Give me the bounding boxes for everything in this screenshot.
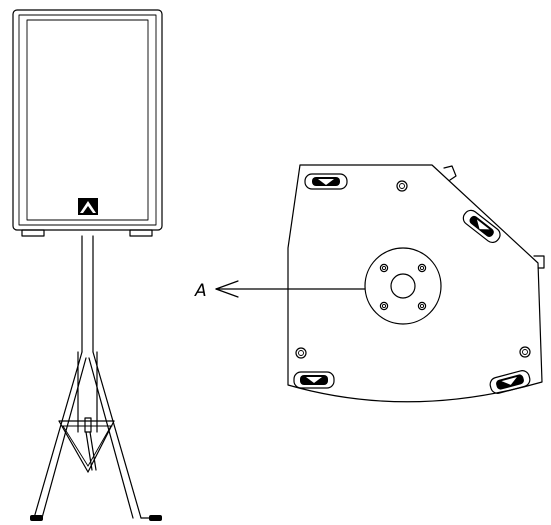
speaker-front-view — [12, 9, 163, 237]
tripod-foot-left — [30, 515, 43, 521]
screw-icon — [295, 347, 307, 359]
tripod-foot-right — [149, 515, 162, 521]
speaker-grille — [26, 19, 149, 221]
handle-icon — [462, 209, 501, 244]
callout-arrow-a — [215, 280, 366, 298]
speaker-foot-left — [21, 229, 45, 237]
pole-lock-knob — [84, 417, 92, 433]
tripod-stand — [30, 235, 162, 521]
callout-label-a: A — [194, 281, 207, 301]
handle-icon — [489, 370, 531, 394]
screw-icon — [396, 180, 408, 192]
speaker-bottom-view: A — [194, 164, 545, 403]
cabinet-outline — [12, 9, 163, 231]
handle-icon — [304, 173, 348, 190]
pole-socket-icon — [364, 247, 442, 325]
screw-icon — [519, 346, 531, 358]
handle-icon — [293, 371, 335, 389]
speaker-foot-right — [129, 229, 153, 237]
brand-logo-icon — [78, 198, 98, 215]
bottom-panel-outline — [287, 164, 543, 403]
cabinet-inner-edge — [18, 14, 157, 226]
